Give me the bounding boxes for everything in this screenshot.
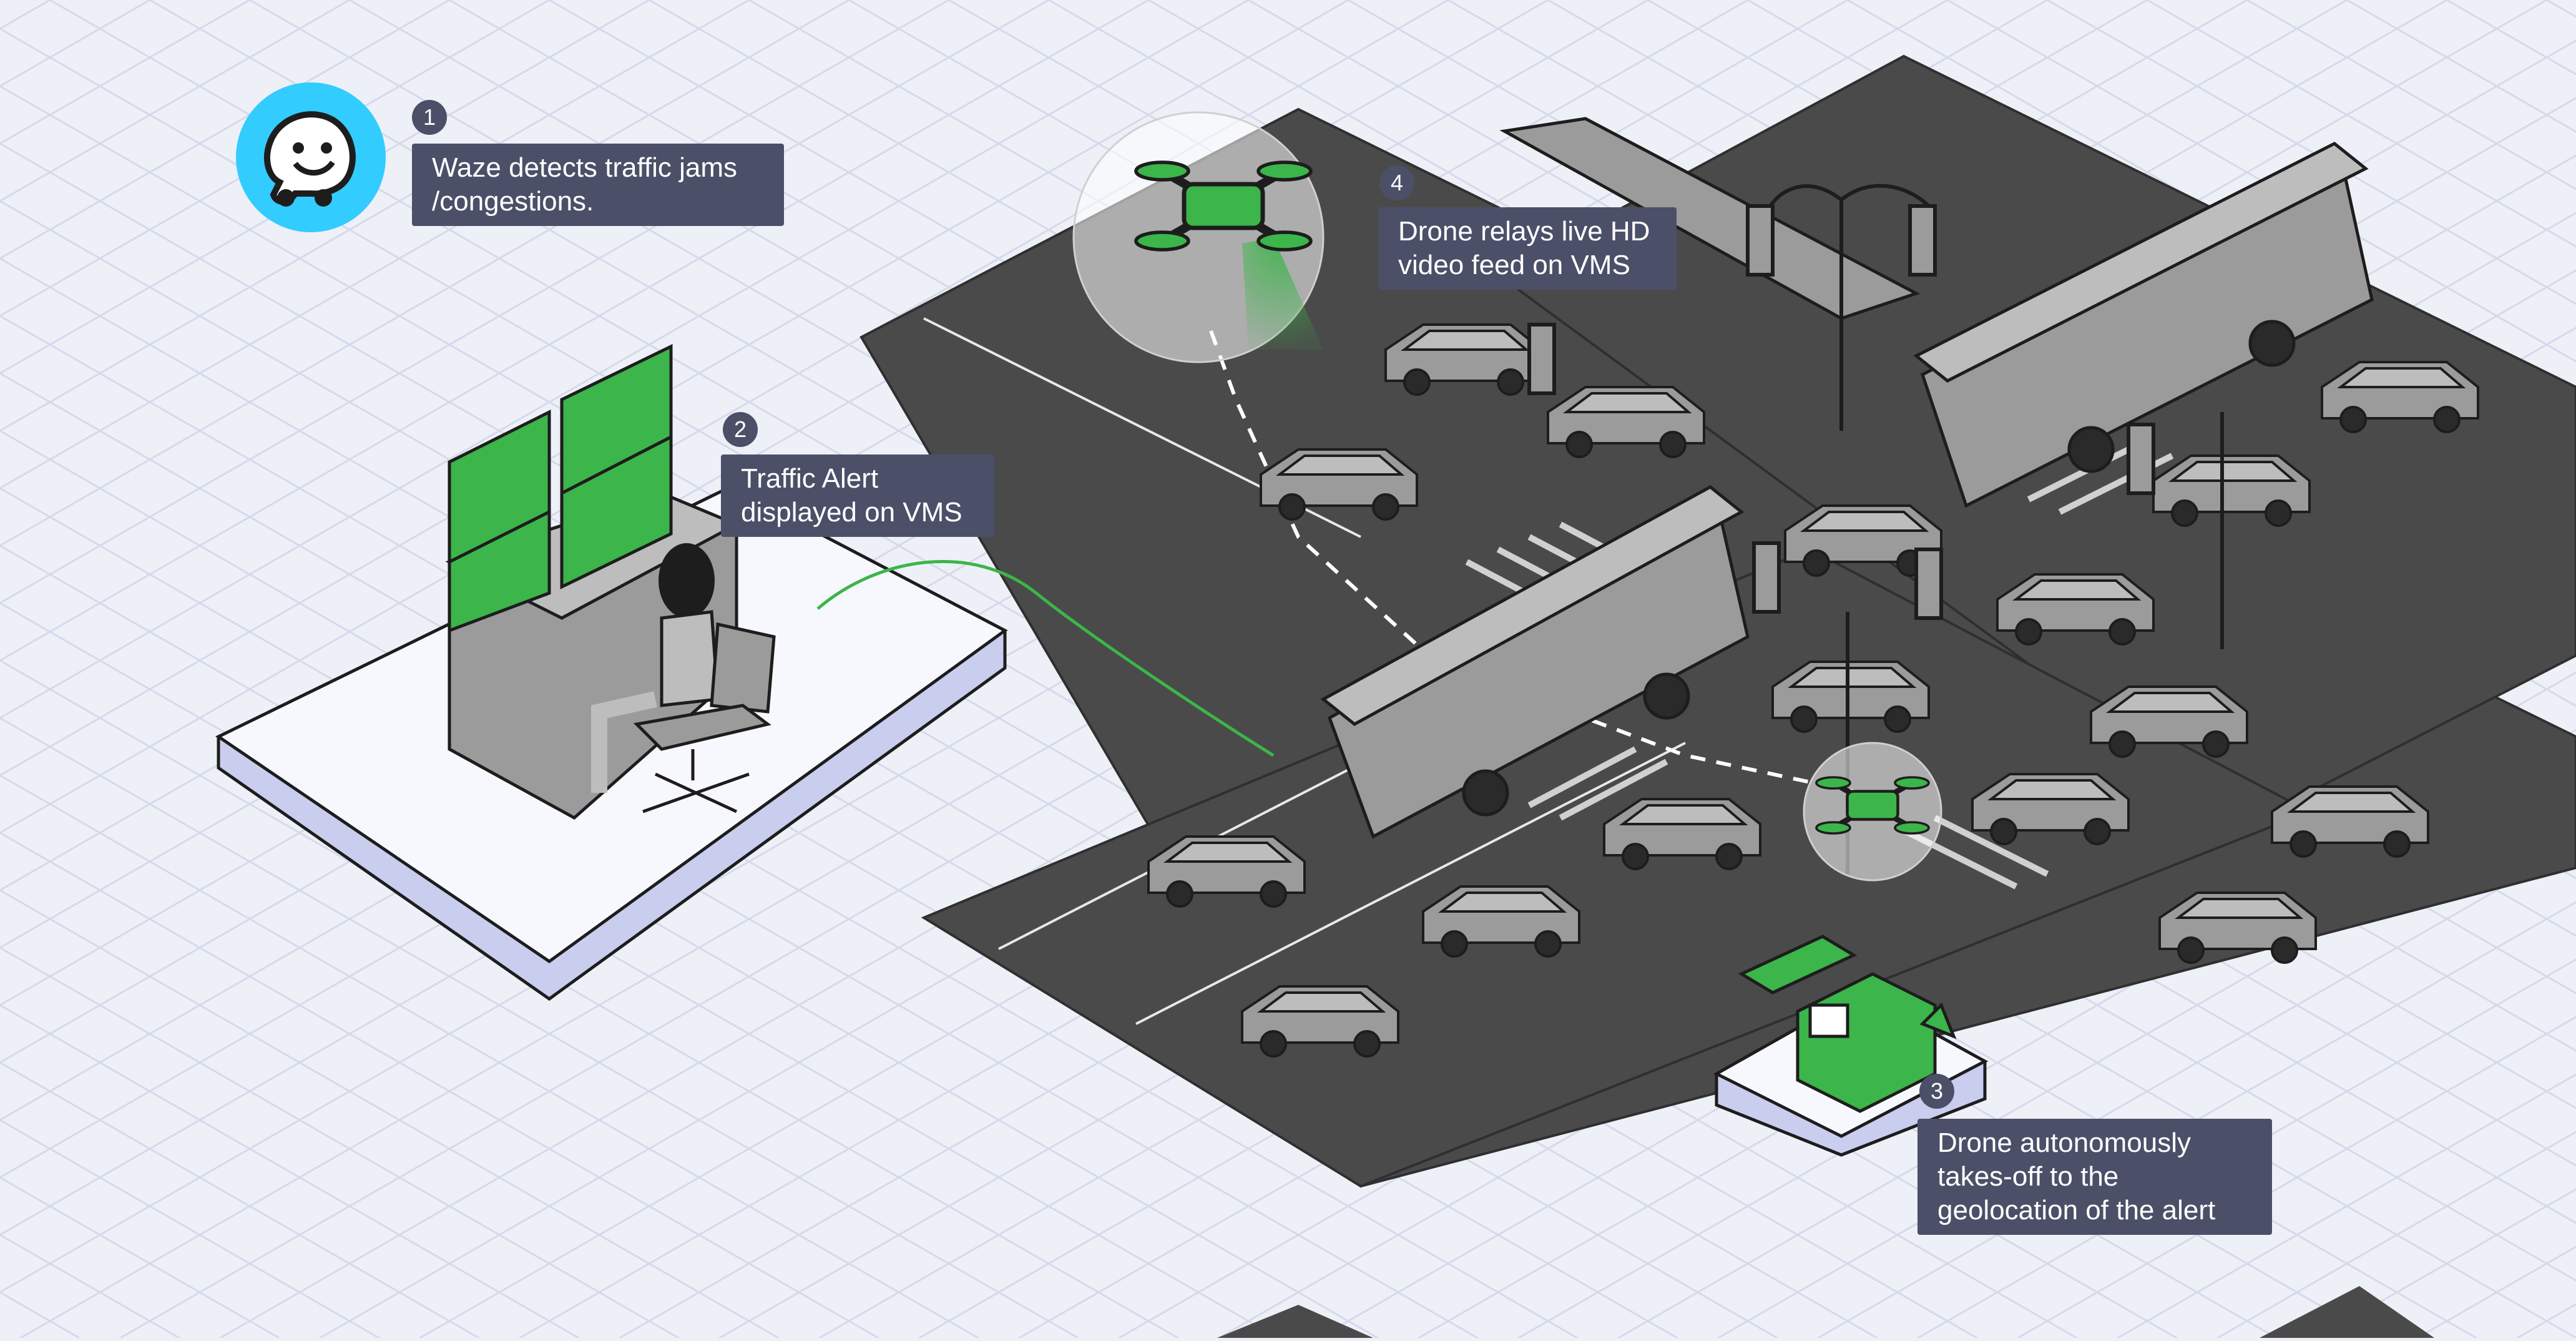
step-3-callout: Drone autonomously takes-off to the geol… <box>1917 1119 2272 1235</box>
drone-flight-path <box>1209 330 1861 795</box>
step-2-callout: Traffic Alert displayed on VMS <box>721 454 994 537</box>
video-beam <box>1242 237 1323 350</box>
control-room <box>215 344 1008 1001</box>
callout-line: video feed on VMS <box>1398 250 1630 280</box>
office-chair-icon <box>633 622 776 813</box>
callout-line: Drone autonomously <box>1937 1127 2192 1158</box>
waze-logo-icon <box>236 82 386 232</box>
callout-line: Waze detects traffic jams <box>432 152 738 183</box>
traffic-light-icon <box>1527 184 2224 874</box>
bus-icon <box>1320 485 1750 839</box>
step-1-callout: Waze detects traffic jams /congestions. <box>412 144 784 226</box>
monitor-wall-icon <box>448 344 673 633</box>
callout-line: geolocation of the alert <box>1937 1195 2216 1226</box>
step-4-callout: Drone relays live HD video feed on VMS <box>1378 207 1677 290</box>
drone-dock-icon <box>1713 935 1989 1157</box>
callout-line: Traffic Alert <box>741 463 879 494</box>
callout-line: /congestions. <box>432 186 594 217</box>
callout-line: displayed on VMS <box>741 497 962 528</box>
platform-corner <box>2260 1286 2434 1338</box>
step-2-badge: 2 <box>723 412 758 447</box>
step-3-badge: 3 <box>1919 1074 1954 1109</box>
callout-line: takes-off to the <box>1937 1161 2119 1192</box>
bus-icon <box>1913 142 2374 508</box>
callout-line: Drone relays live HD <box>1398 216 1650 247</box>
vms-connection-line <box>816 559 1275 757</box>
step-4-badge: 4 <box>1379 165 1414 200</box>
step-1-badge: 1 <box>412 100 447 135</box>
platform-corner <box>1217 1305 1373 1338</box>
